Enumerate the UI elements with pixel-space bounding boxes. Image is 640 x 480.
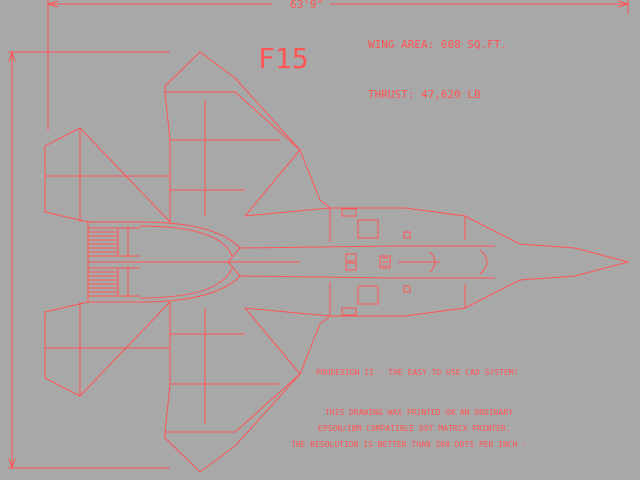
note-line-3: THE RESOLUTION IS BETTER THAN 200 DOTS P… (291, 440, 527, 449)
thrust-label: THRUST: 47,620 LB (368, 88, 481, 101)
span-dimension-label: 63'9" (290, 0, 323, 11)
note-line-1: THIS DRAWING WAS PRINTED ON AN ORDINARY (325, 408, 513, 417)
span-dimension (46, 0, 630, 130)
credit-line: PRODESIGN II - THE EASY TO USE CAD SYSTE… (316, 368, 518, 377)
note-line-2: EPSON/IBM COMPATIBLE DOT MATRIX PRINTER. (318, 424, 511, 433)
drawing-title: F15 (258, 42, 309, 75)
aircraft-planform (44, 51, 630, 473)
length-dimension (8, 50, 170, 470)
wing-area-label: WING AREA: 608 SQ.FT. (368, 38, 507, 51)
